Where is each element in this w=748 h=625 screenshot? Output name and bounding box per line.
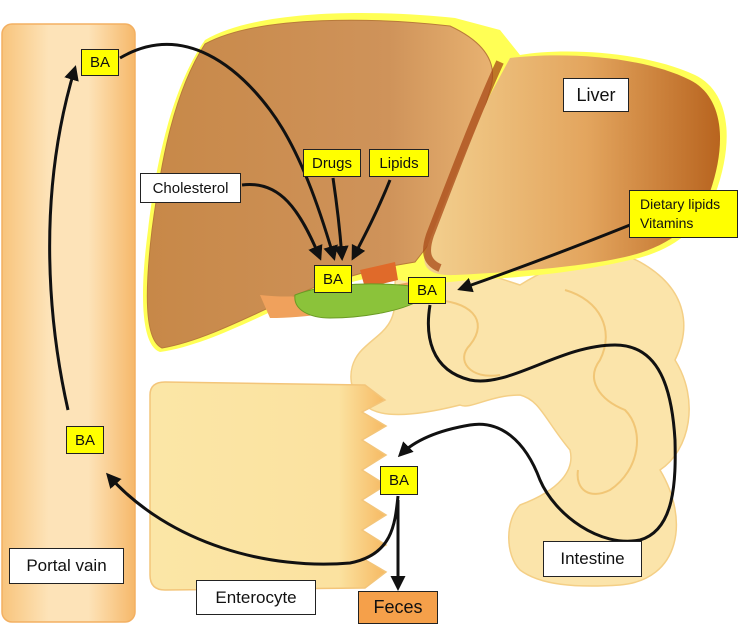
- ba-box-vein: BA: [66, 426, 104, 454]
- liver-label: Liver: [563, 78, 629, 112]
- cholesterol-box: Cholesterol: [140, 173, 241, 203]
- ba-box-enterocyte: BA: [380, 466, 418, 495]
- intestine-shape: [350, 254, 690, 587]
- drugs-box: Drugs: [303, 149, 361, 177]
- arrow-duct-through-intestine: [397, 304, 677, 543]
- lipids-box: Lipids: [369, 149, 429, 177]
- vitamins-text: Vitamins: [640, 215, 694, 231]
- arrow-top-to-liver: [119, 43, 338, 261]
- dietary-lipids-vitamins-box: Dietary lipids Vitamins: [629, 190, 738, 238]
- portal-vain-label: Portal vain: [9, 548, 124, 584]
- arrow-drugs-to-ba: [331, 177, 349, 261]
- arrow-enterocyte-to-vein: [106, 472, 400, 566]
- liver-shape: [143, 12, 727, 352]
- enterocyte-shape: [149, 381, 388, 591]
- arrow-lipids-to-ba: [351, 179, 392, 261]
- portal-vein-shape: [1, 23, 136, 623]
- enterocyte-label: Enterocyte: [196, 580, 316, 615]
- ba-box-liver: BA: [314, 265, 352, 293]
- ba-box-top: BA: [81, 49, 119, 76]
- flow-arrows: [48, 43, 677, 591]
- arrow-vein-upward: [48, 65, 79, 411]
- ba-box-duct: BA: [408, 277, 446, 304]
- arrow-dietary-to-duct: [457, 223, 631, 293]
- dietary-lipids-text: Dietary lipids: [640, 196, 721, 212]
- arrow-cholesterol-to-ba: [241, 182, 323, 261]
- feces-box: Feces: [358, 591, 438, 624]
- intestine-label: Intestine: [543, 541, 642, 577]
